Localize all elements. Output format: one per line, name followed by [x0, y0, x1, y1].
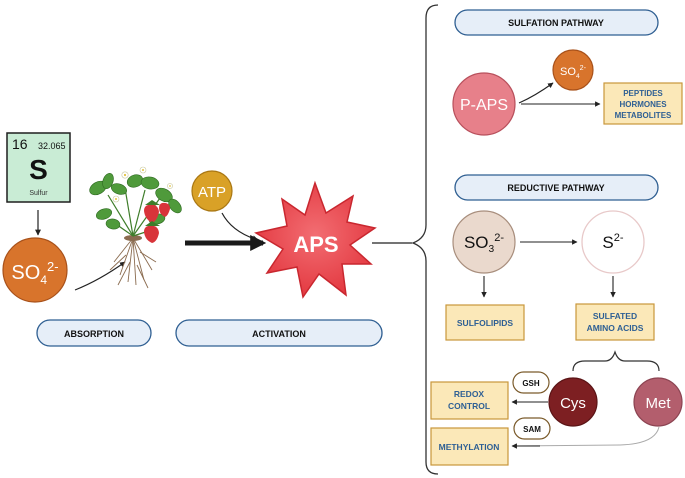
- atp-node: ATP: [191, 170, 233, 212]
- aps-starburst: [253, 180, 377, 299]
- aps-label: APS: [293, 232, 338, 257]
- sulfated-label: SULFATED: [593, 311, 637, 321]
- box-sulfated-amino-acids: SULFATED AMINO ACIDS: [575, 303, 655, 341]
- sulfide-ion-node: S2-: [581, 210, 645, 274]
- small-sulfate-node: SO42-: [552, 49, 594, 91]
- element-symbol: S: [29, 154, 48, 185]
- atp-circle: [191, 170, 233, 212]
- pill-sulfation-pathway: SULFATION PATHWAY: [454, 9, 659, 36]
- paps-label: P-APS: [460, 97, 508, 114]
- paps-circle: [452, 72, 516, 136]
- atomic-number: 16: [12, 136, 28, 152]
- activation-label: ACTIVATION: [252, 329, 306, 339]
- sulfide-circle: [581, 210, 645, 274]
- pathway-brace: [411, 4, 439, 475]
- small-sulfate-circle: [552, 49, 594, 91]
- sulfolipids-label: SULFOLIPIDS: [457, 318, 514, 328]
- reductive-pathway-label: REDUCTIVE PATHWAY: [507, 183, 604, 193]
- plant-roots: [109, 237, 157, 289]
- element-card-background: [6, 132, 71, 203]
- box-peptides-hormones-metabolites: PEPTIDES HORMONES METABOLITES: [603, 82, 683, 125]
- box-sulfolipids: SULFOLIPIDS: [445, 304, 525, 341]
- plant-leaves: [89, 172, 182, 230]
- sulfate-ion-node: SO42-: [2, 237, 68, 303]
- amino-acids-label: AMINO ACIDS: [587, 323, 644, 333]
- hormones-label: HORMONES: [619, 100, 667, 109]
- box-methylation: METHYLATION: [430, 427, 509, 466]
- pill-activation: ACTIVATION: [175, 319, 383, 347]
- arrow-paps-to-sulfate: [518, 82, 554, 104]
- atp-label: ATP: [198, 184, 226, 201]
- sam-label: SAM: [523, 425, 541, 434]
- met-node: Met: [633, 377, 683, 427]
- sulfite-label: SO32-: [464, 232, 504, 255]
- control-label: CONTROL: [448, 401, 490, 411]
- cys-label: Cys: [560, 395, 586, 412]
- pill-absorption: ABSORPTION: [36, 319, 152, 347]
- small-sulfate-label: SO42-: [560, 64, 587, 80]
- arrow-met-to-methylation: [511, 426, 660, 447]
- sam-badge: SAM: [513, 417, 551, 440]
- strawberries: [144, 200, 170, 243]
- pill-reductive-pathway: REDUCTIVE PATHWAY: [454, 174, 659, 201]
- element-name: Sulfur: [29, 190, 48, 197]
- plant-crown: [124, 235, 142, 241]
- cys-node: Cys: [548, 377, 598, 427]
- box-redox-control: REDOX CONTROL: [430, 381, 509, 420]
- absorption-label: ABSORPTION: [64, 329, 124, 339]
- metabolites-label: METABOLITES: [615, 111, 672, 120]
- gsh-label: GSH: [522, 379, 540, 388]
- sulfate-label: SO42-: [11, 259, 58, 287]
- amino-acids-brace: [572, 350, 660, 372]
- sulfite-circle: [452, 210, 516, 274]
- cys-circle: [548, 377, 598, 427]
- paps-node: P-APS: [452, 72, 516, 136]
- aps-node: APS: [253, 180, 377, 299]
- met-circle: [633, 377, 683, 427]
- sulfation-pathway-label: SULFATION PATHWAY: [508, 18, 604, 28]
- sulfur-element-card: 16 32.065 S Sulfur: [6, 132, 71, 203]
- gsh-badge: GSH: [512, 371, 550, 394]
- atomic-mass: 32.065: [38, 141, 66, 151]
- redox-label: REDOX: [454, 389, 485, 399]
- plant-flowers: [112, 166, 173, 203]
- arrow-atp-to-aps: [221, 212, 259, 242]
- strawberry-plant-illustration: [89, 166, 182, 289]
- met-label: Met: [645, 395, 671, 412]
- sulfite-ion-node: SO32-: [452, 210, 516, 274]
- sulfide-label: S2-: [602, 232, 623, 252]
- sulfate-circle: [2, 237, 68, 303]
- methylation-label: METHYLATION: [439, 442, 500, 452]
- arrow-sulfate-to-plant: [74, 261, 126, 291]
- peptides-label: PEPTIDES: [623, 89, 663, 98]
